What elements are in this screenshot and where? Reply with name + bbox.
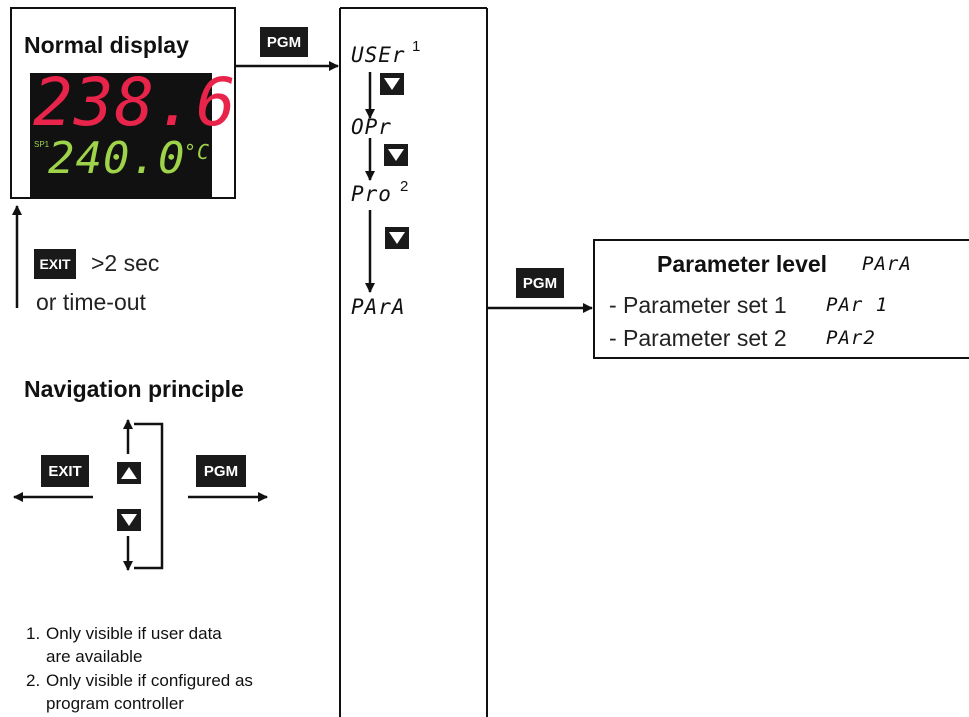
down-triangle-icon — [388, 149, 404, 161]
normal-display-title: Normal display — [24, 32, 189, 58]
menu-item-para: PArA — [351, 295, 406, 319]
menu-item-pro: Pro — [351, 182, 392, 206]
exit-key: EXIT — [41, 455, 89, 487]
controller-display — [30, 73, 212, 197]
parameter-set-1-text: - Parameter set 1 — [609, 292, 787, 318]
footnote-marker-1: 1 — [412, 38, 421, 55]
up-triangle-icon — [121, 467, 137, 479]
down-triangle-icon — [384, 78, 400, 90]
parameter-level-code: PArA — [862, 253, 912, 275]
setpoint-label: SP1 — [34, 140, 50, 149]
down-key — [117, 509, 141, 531]
parameter-level-title: Parameter level — [657, 251, 828, 277]
down-key — [380, 73, 404, 95]
exit-key: EXIT — [34, 249, 76, 279]
parameter-set-2-text: - Parameter set 2 — [609, 325, 787, 351]
footnote-1-number: 1. — [26, 624, 41, 643]
parameter-set-1-code: PAr 1 — [826, 294, 889, 316]
return-timeout-text: or time-out — [36, 289, 146, 315]
unit-label: °C — [184, 140, 211, 164]
footnote-2-line-1: Only visible if configured as — [46, 671, 253, 690]
return-timing-text: >2 sec — [91, 250, 160, 276]
pgm-key: PGM — [260, 27, 308, 57]
pgm-key: PGM — [196, 455, 246, 487]
footnote-2-number: 2. — [26, 671, 41, 690]
menu-item-opr: OPr — [351, 115, 392, 139]
pgm-key: PGM — [516, 268, 564, 298]
up-key — [117, 462, 141, 484]
main-value-readout: 238.6 — [33, 64, 237, 141]
navigation-principle-title: Navigation principle — [24, 376, 244, 402]
parameter-set-2-code: PAr2 — [826, 327, 876, 349]
down-triangle-icon — [389, 232, 405, 244]
setpoint-value-readout: 240.0 — [48, 133, 186, 184]
footnote-1-line-2: are available — [46, 647, 143, 666]
footnote-marker-2: 2 — [400, 178, 409, 195]
footnote-1-line-1: Only visible if user data — [46, 624, 222, 643]
down-triangle-icon — [121, 514, 137, 526]
down-key — [385, 227, 409, 249]
menu-item-user: USEr — [351, 43, 406, 67]
down-key — [384, 144, 408, 166]
footnote-2-line-2: program controller — [46, 694, 184, 713]
